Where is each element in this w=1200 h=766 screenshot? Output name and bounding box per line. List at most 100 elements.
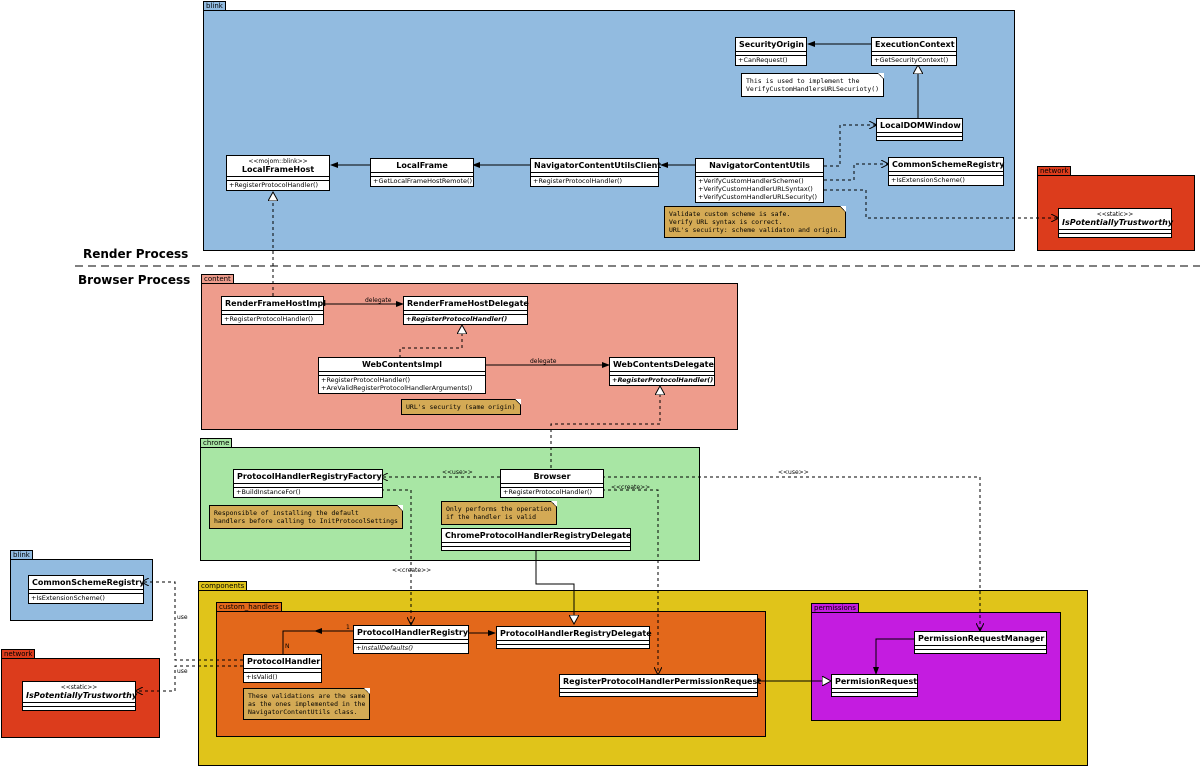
class-common-scheme-registry-left: CommonSchemeRegistry +IsExtensionScheme(… [28, 575, 144, 604]
edge-label-use: <<use>> [442, 469, 473, 476]
note-only-performs: Only performs the operation if the handl… [441, 501, 557, 525]
class-ops: +RegisterProtocolHandler() [404, 315, 527, 324]
class-name: RenderFrameHostImpl [222, 297, 326, 311]
class-name: Browser [501, 470, 603, 484]
class-attrs [222, 311, 323, 315]
package-tab-content: content [201, 274, 234, 284]
class-stereotype: <<static>> [1096, 211, 1134, 218]
class-register-protocol-handler-permission-request: RegisterProtocolHandlerPermissionRequest [559, 674, 761, 697]
note-verify-security: This is used to implement the VerifyCust… [741, 73, 885, 97]
op: +IsValid() [246, 673, 278, 681]
class-attrs [371, 173, 473, 177]
class-attrs [610, 372, 714, 376]
class-local-dom-window: LocalDOMWindow [876, 118, 963, 141]
class-name: ProtocolHandler [244, 655, 321, 669]
edge-label-create: <<create>> [611, 484, 651, 491]
class-local-frame: LocalFrame +GetLocalFrameHostRemote() [370, 158, 474, 187]
class-local-frame-host: <<mojom::blink>> LocalFrameHost +Registe… [226, 155, 330, 191]
class-attrs [442, 543, 630, 547]
class-name: ProtocolHandlerRegistry [354, 626, 468, 640]
class-is-potentially-trustworthy-top: <<static>> IsPotentiallyTrustworthy [1058, 208, 1173, 238]
class-protocol-handler: ProtocolHandler +IsValid() [243, 654, 322, 683]
op: +GetSecurityContext() [874, 56, 949, 64]
class-attrs [29, 590, 143, 594]
class-permission-request-manager: PermissionRequestManager [914, 631, 1047, 654]
package-tab-network-top: network [1037, 166, 1072, 176]
class-web-contents-delegate: WebContentsDelegate +RegisterProtocolHan… [609, 357, 715, 386]
op: +RegisterProtocolHandler() [406, 315, 508, 323]
package-permissions [811, 612, 1061, 721]
class-attrs [832, 689, 917, 693]
note-validate-scheme: Validate custom scheme is safe. Verify U… [664, 206, 847, 238]
class-attrs [497, 641, 649, 645]
class-ops: +GetLocalFrameHostRemote() [371, 177, 473, 186]
class-attrs [531, 173, 658, 177]
class-attrs [1059, 230, 1171, 234]
class-protocol-handler-registry-factory: ProtocolHandlerRegistryFactory +BuildIns… [233, 469, 383, 498]
op: +VerifyCustomHandlerURLSecurity() [698, 193, 818, 201]
class-name: ExecutionContext [872, 38, 956, 52]
class-name: CommonSchemeRegistry [29, 576, 144, 590]
class-name: <<static>> IsPotentiallyTrustworthy [1059, 209, 1173, 230]
class-name: PermisionRequest [832, 675, 917, 689]
class-ops: +GetSecurityContext() [872, 56, 956, 65]
package-tab-blink-top: blink [203, 1, 226, 11]
class-stereotype: <<mojom::blink>> [248, 158, 308, 165]
class-ops: +RegisterProtocolHandler() [610, 376, 714, 385]
op: +BuildInstanceFor() [236, 488, 301, 496]
class-ops: +RegisterProtocolHandler() [531, 177, 658, 186]
op: +InstallDefaults() [356, 644, 414, 652]
multiplicity-1: 1 [346, 624, 350, 631]
note-validations-same: These validations are the same as the on… [243, 688, 371, 720]
class-attrs [234, 484, 382, 488]
edge-label-delegate: delegate [365, 297, 392, 304]
class-common-scheme-registry-top: CommonSchemeRegistry +IsExtensionScheme(… [888, 157, 1004, 186]
edge-label-create: <<create>> [392, 567, 432, 574]
class-name: NavigatorContentUtils [696, 159, 823, 173]
op: +VerifyCustomHandlerURLSyntax() [698, 185, 813, 193]
class-attrs [915, 646, 1046, 650]
op: +RegisterProtocolHandler() [321, 376, 411, 384]
class-attrs [501, 484, 603, 488]
package-tab-network-left: network [1, 649, 36, 659]
class-attrs [23, 703, 135, 707]
class-name: WebContentsDelegate [610, 358, 714, 372]
package-tab-components: components [198, 581, 248, 591]
op: +RegisterProtocolHandler() [533, 177, 623, 185]
class-name-text: LocalFrameHost [241, 165, 315, 174]
op: +RegisterProtocolHandler() [229, 181, 319, 189]
op: +GetLocalFrameHostRemote() [373, 177, 473, 185]
op: +IsExtensionScheme() [31, 594, 105, 602]
class-name: WebContentsImpl [319, 358, 485, 372]
op: +RegisterProtocolHandler() [612, 376, 714, 384]
class-is-potentially-trustworthy-left: <<static>> IsPotentiallyTrustworthy [22, 681, 138, 711]
browser-process-label: Browser Process [78, 273, 191, 287]
op: +CanRequest() [738, 56, 788, 64]
class-name: ProtocolHandlerRegistryDelegate [497, 627, 652, 641]
class-render-frame-host-impl: RenderFrameHostImpl +RegisterProtocolHan… [221, 296, 326, 325]
class-attrs [560, 689, 757, 693]
class-browser: Browser +RegisterProtocolHandler() [500, 469, 604, 498]
class-attrs [354, 640, 468, 644]
note-urls-security: URL's security (same origin) [401, 399, 521, 415]
class-name: NavigatorContentUtilsClient [531, 159, 661, 173]
edge-label-delegate: delegate [530, 358, 557, 365]
class-navigator-content-utils-client: NavigatorContentUtilsClient +RegisterPro… [530, 158, 661, 187]
op: +RegisterProtocolHandler() [224, 315, 314, 323]
class-attrs [889, 172, 1003, 176]
class-execution-context: ExecutionContext +GetSecurityContext() [871, 37, 957, 66]
class-name-text: IsPotentiallyTrustworthy [26, 691, 138, 700]
class-attrs [244, 669, 321, 673]
class-attrs [877, 133, 962, 137]
class-name: LocalDOMWindow [877, 119, 962, 133]
class-attrs [736, 52, 806, 56]
class-chrome-protocol-handler-registry-delegate: ChromeProtocolHandlerRegistryDelegate [441, 528, 631, 551]
class-render-frame-host-delegate: RenderFrameHostDelegate +RegisterProtoco… [403, 296, 529, 325]
class-ops: +BuildInstanceFor() [234, 488, 382, 497]
edge-label-use: use [177, 614, 188, 621]
package-tab-blink-left: blink [10, 550, 33, 560]
class-ops: +InstallDefaults() [354, 644, 468, 653]
class-ops: +RegisterProtocolHandler() [222, 315, 323, 324]
class-name: <<mojom::blink>> LocalFrameHost [227, 156, 329, 177]
